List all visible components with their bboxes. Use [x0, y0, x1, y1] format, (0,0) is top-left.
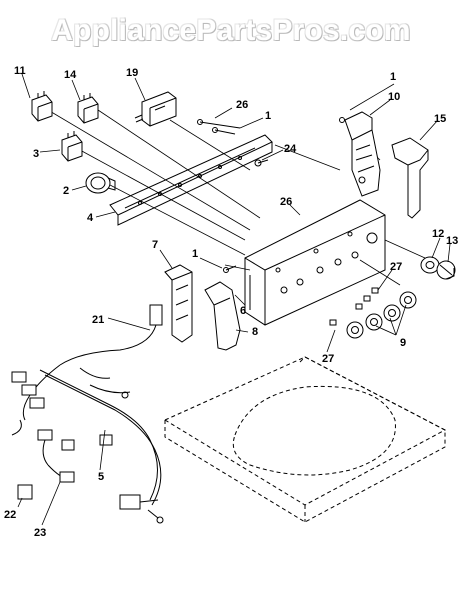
callout-2: 2: [63, 185, 69, 197]
callout-27-right: 27: [390, 261, 402, 273]
knob-2: [85, 172, 116, 194]
end-cap-7: [164, 264, 193, 343]
callout-6: 6: [240, 305, 246, 317]
callout-9: 9: [400, 337, 406, 349]
clips-27: [329, 287, 379, 326]
bracket-10: [339, 111, 381, 197]
callout-4: 4: [87, 212, 94, 224]
control-bracket: [109, 134, 273, 226]
callout-labels: 11 14 19 26 1 1 10 15 3 24 2 26 4 12 13 …: [4, 65, 458, 539]
callout-21: 21: [92, 314, 104, 326]
callout-11: 11: [14, 65, 26, 77]
callout-7: 7: [152, 239, 158, 251]
callout-15: 15: [434, 113, 446, 125]
switch-3: [61, 131, 83, 162]
switch-11: [31, 91, 53, 122]
wiring-harness: [11, 304, 164, 524]
knob-12: [420, 256, 440, 274]
end-cap-8: [204, 281, 241, 351]
callout-12: 12: [432, 228, 444, 240]
timer-19: [134, 91, 177, 127]
callout-26-top: 26: [236, 99, 248, 111]
callout-13: 13: [446, 235, 458, 247]
console-panel: [244, 199, 386, 326]
watermark-text: AppliancePartsPros.com: [51, 14, 411, 47]
screws-top: [197, 119, 269, 273]
callout-24: 24: [284, 143, 297, 155]
callout-22: 22: [4, 509, 16, 521]
knobs-9: [346, 291, 417, 339]
callout-8: 8: [252, 326, 258, 338]
callout-19: 19: [126, 67, 138, 79]
callout-3: 3: [33, 148, 39, 160]
switch-14: [77, 93, 99, 124]
callout-1-mid: 1: [192, 248, 198, 260]
knob-13: [436, 260, 456, 280]
callout-10: 10: [388, 91, 400, 103]
callout-23: 23: [34, 527, 46, 539]
callout-27-bottom: 27: [322, 353, 334, 365]
callout-5: 5: [98, 471, 104, 483]
callout-14: 14: [64, 69, 77, 81]
callout-26-mid: 26: [280, 196, 292, 208]
leader-lines: [17, 73, 451, 526]
callout-1-top: 1: [265, 110, 271, 122]
cabinet-top-dashed: [163, 356, 447, 523]
callout-1-right: 1: [390, 71, 396, 83]
end-cap-15: [391, 137, 429, 219]
